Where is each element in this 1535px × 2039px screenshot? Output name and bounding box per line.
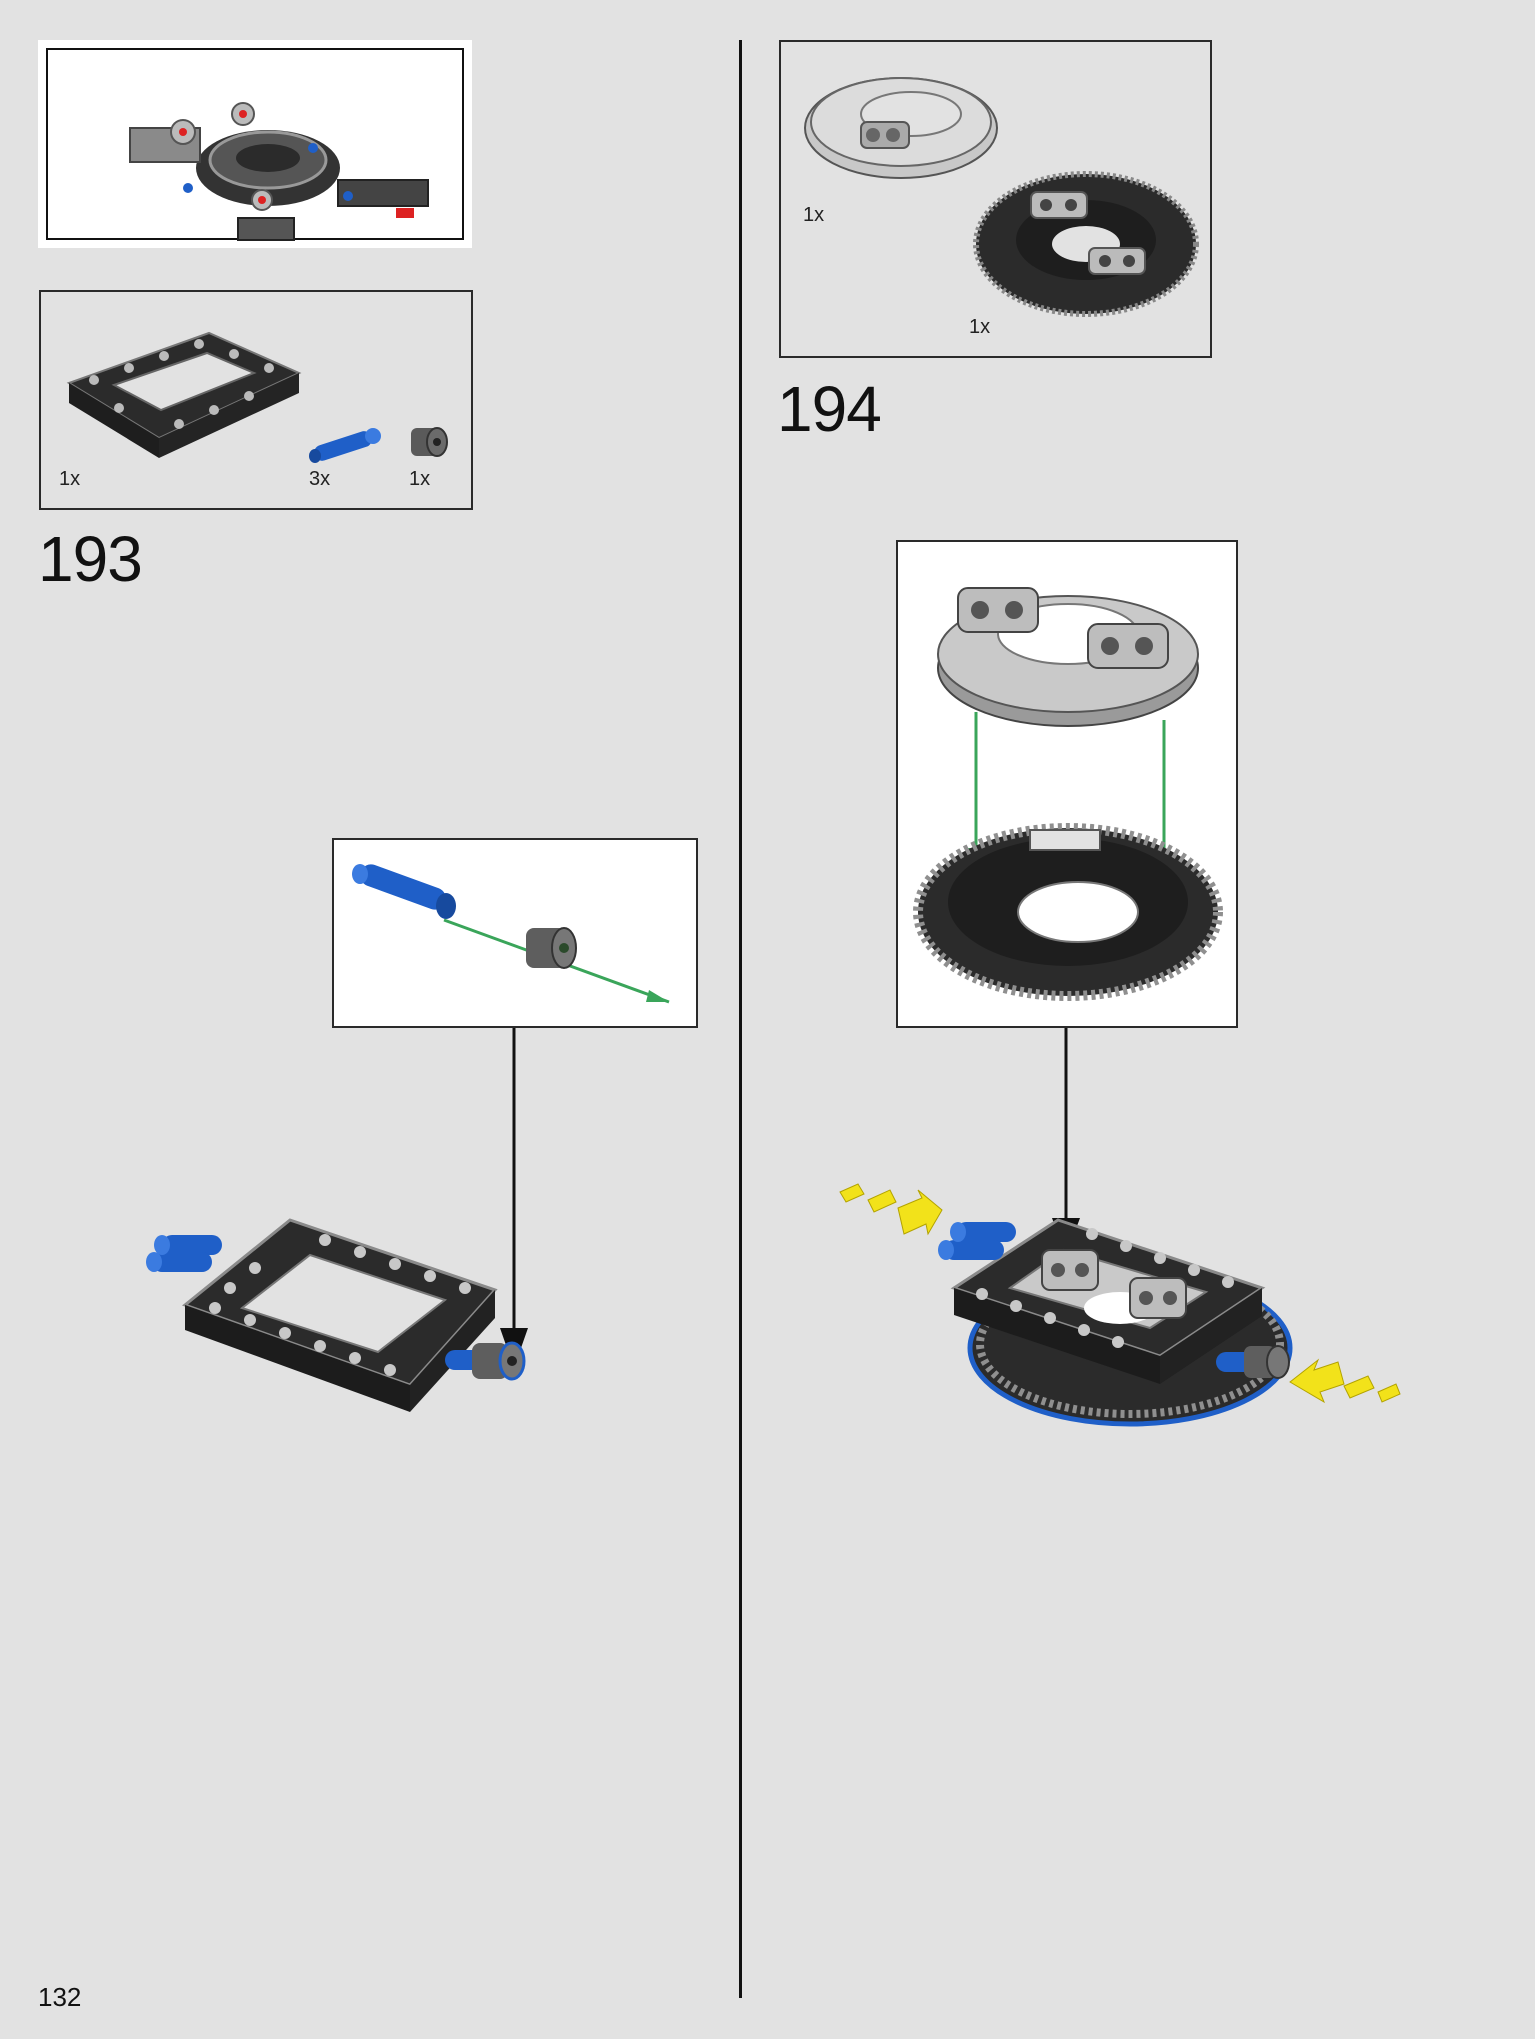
parts-list-step-193: 1x 3x 1x [39,290,473,510]
turntable-gear-icon [913,823,1223,1001]
part-qty: 1x [803,204,825,226]
page-number: 132 [38,1982,82,2012]
turntable-top-icon [937,587,1199,727]
bush-icon [472,1341,526,1381]
pin-into-bush-illustration [352,864,670,1004]
frame-with-pins-assembly [146,1218,526,1412]
step-number: 193 [38,523,143,595]
bush-icon [1244,1345,1290,1379]
bush-icon [411,427,448,457]
frame-beam-icon [66,331,302,458]
submodel-assembly-icon [129,102,429,241]
submodel-preview [38,40,472,248]
blue-pin-icon [352,864,456,919]
bush-icon [526,927,577,969]
blue-pin-icon [146,1235,222,1272]
step-number: 194 [777,373,882,445]
callout-turntable [896,540,1238,1028]
push-arrow-left-icon [839,1183,943,1236]
part-qty: 1x [59,468,81,490]
push-arrow-right-icon [1289,1358,1401,1404]
callout-pin-bush [332,838,698,1028]
turntable-gear-icon [973,171,1199,317]
frame-turntable-assembly [839,1183,1401,1427]
part-qty: 3x [309,468,331,490]
turntable-stack-illustration [913,587,1223,1001]
parts-list-step-194: 1x 1x [779,40,1212,358]
turntable-top-icon [804,77,998,179]
blue-pin-icon [309,428,381,463]
page-divider [739,40,742,1998]
part-qty: 1x [409,468,431,490]
blue-pin-icon [938,1222,1016,1260]
part-qty: 1x [969,316,991,338]
